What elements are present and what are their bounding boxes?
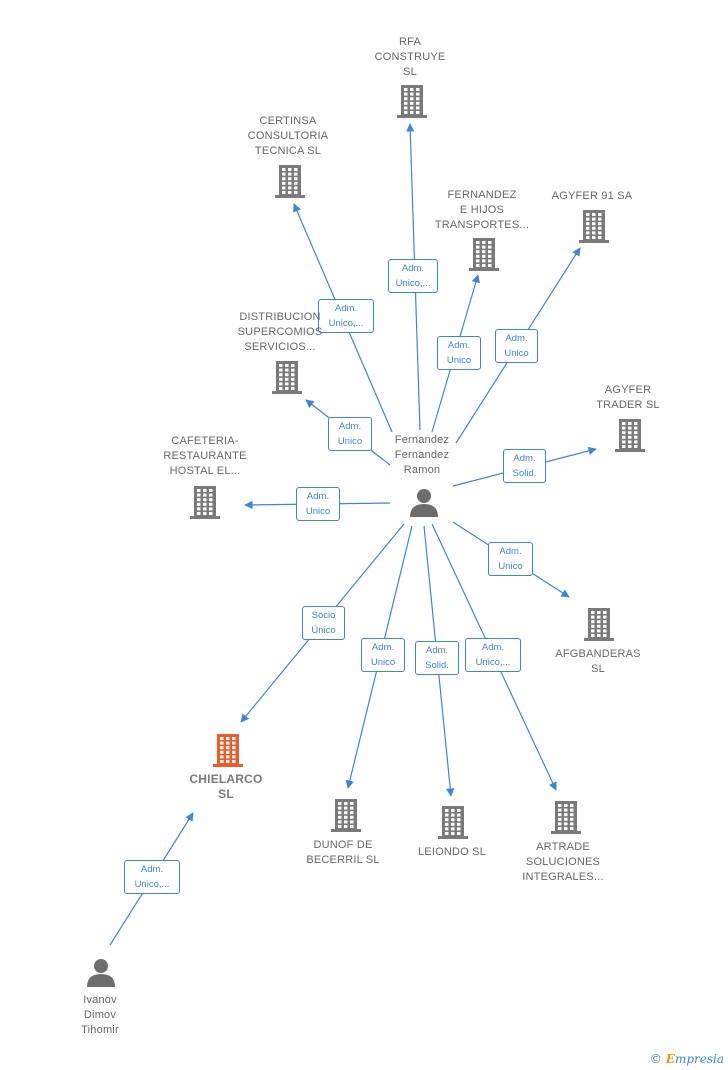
node-label-rfa[interactable]: RFA CONSTRUYE SL [374,36,446,78]
node-label-distribucion[interactable]: DISTRIBUCION SUPERCOMIOS SERVICIOS... [237,311,323,353]
node-label-chielarco[interactable]: CHIELARCO SL [189,772,263,801]
node-label-certinsa[interactable]: CERTINSA CONSULTORIA TECNICA SL [247,115,329,157]
building-icon-dunof[interactable] [331,799,361,832]
edge-label-afgbanderas[interactable]: Adm. Unico [488,542,533,576]
edge-label-agyfer-trader[interactable]: Adm. Solid. [503,449,546,483]
building-icon-cafeteria[interactable] [190,486,220,519]
node-label-fernandez[interactable]: Fernandez Fernandez Ramon [394,434,450,476]
empresia-logo[interactable]: ©Empresia [649,1052,724,1066]
node-label-agyfer91[interactable]: AGYFER 91 SA [551,190,633,202]
edge-label-chielarco-ivanov[interactable]: Adm. Unico,... [124,860,180,894]
node-label-afgbanderas[interactable]: AFGBANDERAS SL [555,648,641,675]
building-icon-agyfer-trader[interactable] [615,419,645,452]
edge-label-certinsa[interactable]: Adm. Unico,... [318,299,374,333]
building-icon-fernandez-hijos[interactable] [469,238,499,271]
edge-label-rfa[interactable]: Adm. Unico,... [388,259,438,293]
building-icon-artrade[interactable] [551,801,581,834]
building-icon-chielarco[interactable] [213,734,243,767]
edge-label-artrade[interactable]: Adm. Unico,... [465,638,521,672]
edge-label-cafeteria[interactable]: Adm. Unico [296,487,340,521]
edge-label-leiondo[interactable]: Adm. Solid. [415,641,459,675]
node-label-agyfer-trader[interactable]: AGYFER TRADER SL [596,384,660,411]
edge-label-agyfer91[interactable]: Adm. Unico [495,329,538,363]
building-icon-rfa[interactable] [397,85,427,118]
edge-label-distribucion[interactable]: Adm. Unico [328,417,372,451]
node-label-ivanov[interactable]: Ivanov Dimov Tihomir [81,994,119,1036]
edge-label-chielarco[interactable]: Socio Único [302,606,345,640]
building-icon-certinsa[interactable] [275,165,305,198]
node-label-cafeteria[interactable]: CAFETERIA- RESTAURANTE HOSTAL EL... [163,435,247,477]
building-icon-afgbanderas[interactable] [584,608,614,641]
person-icon-ivanov[interactable] [87,959,115,987]
edge-label-fernandez-hijos[interactable]: Adm. Unico [437,336,481,370]
copyright-icon: © [649,1052,662,1066]
edge-label-dunof[interactable]: Adm. Unico [361,638,405,672]
building-icon-agyfer91[interactable] [579,210,609,243]
node-label-dunof[interactable]: DUNOF DE BECERRIL SL [306,839,380,866]
building-icon-distribucion[interactable] [272,361,302,394]
node-label-fernandez-hijos[interactable]: FERNANDEZ E HIJOS TRANSPORTES... [434,189,530,231]
node-label-artrade[interactable]: ARTRADE SOLUCIONES INTEGRALES... [522,841,604,883]
building-icon-leiondo[interactable] [438,806,468,839]
person-icon-fernandez[interactable] [410,489,438,517]
node-label-leiondo[interactable]: LEIONDO SL [417,846,487,858]
